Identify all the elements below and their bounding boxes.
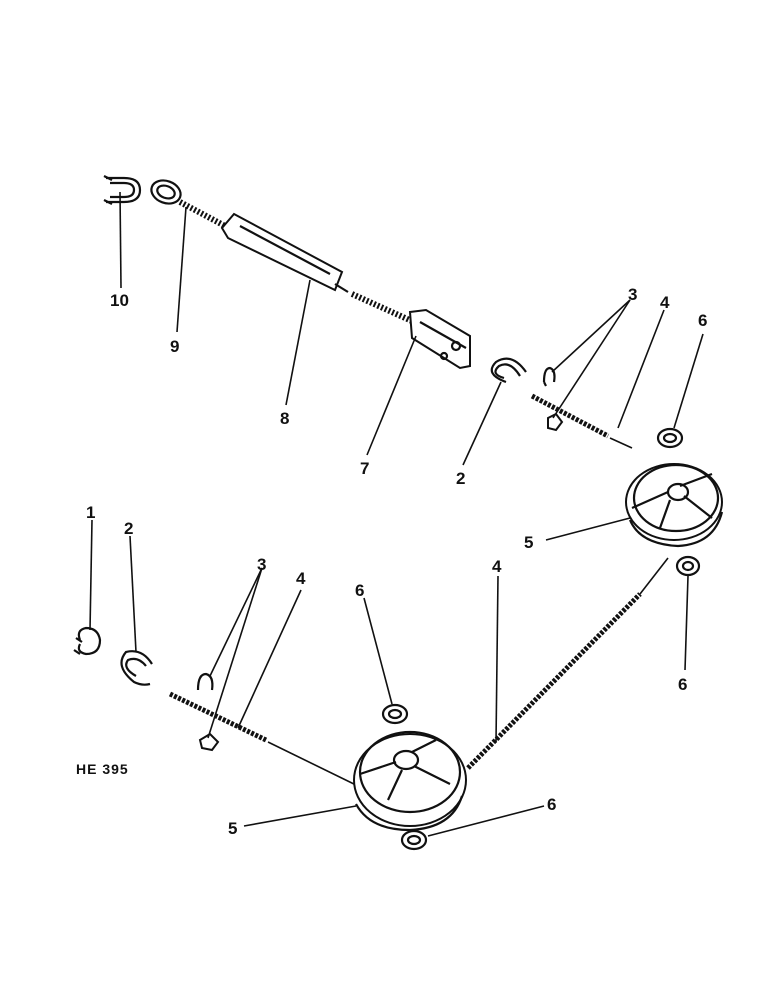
- callout-8: 8: [280, 409, 289, 428]
- callout-3-upper: 3: [628, 285, 637, 304]
- clevis-rod: [350, 291, 471, 370]
- callout-5-upper: 5: [524, 533, 533, 552]
- callout-6-top: 6: [698, 311, 707, 330]
- washer-right: [675, 555, 701, 577]
- callout-4-upper: 4: [660, 293, 670, 312]
- callout-4-lower: 4: [296, 569, 306, 588]
- washer-middle: [381, 703, 409, 725]
- cable-clamp-upper: [542, 366, 564, 432]
- u-bolt: [103, 175, 142, 205]
- cable-upper: [530, 393, 610, 439]
- callout-9: 9: [170, 337, 179, 356]
- callout-6-middle: 6: [355, 581, 364, 600]
- callout-5-lower: 5: [228, 819, 237, 838]
- turnbuckle: [220, 212, 349, 293]
- washer-top: [656, 427, 684, 449]
- figure-id: HE 395: [76, 761, 129, 777]
- callout-10: 10: [110, 291, 129, 310]
- callout-6-right: 6: [678, 675, 687, 694]
- eye-bolt: [150, 179, 227, 229]
- clip-lower: [120, 650, 153, 686]
- callout-3-lower: 3: [257, 555, 266, 574]
- callout-1: 1: [86, 503, 95, 522]
- clip-upper: [490, 357, 527, 384]
- washer-bottom: [400, 829, 428, 851]
- cable-long: [466, 592, 642, 770]
- callout-6-bottom: 6: [547, 795, 556, 814]
- snap-ring: [73, 626, 102, 656]
- pulley-lower: [353, 730, 467, 832]
- callout-7: 7: [360, 459, 369, 478]
- pulley-upper: [625, 463, 724, 548]
- callout-2-upper: 2: [456, 469, 465, 488]
- cable-lower: [168, 691, 268, 743]
- callout-4-long: 4: [492, 557, 502, 576]
- callout-2-lower: 2: [124, 519, 133, 538]
